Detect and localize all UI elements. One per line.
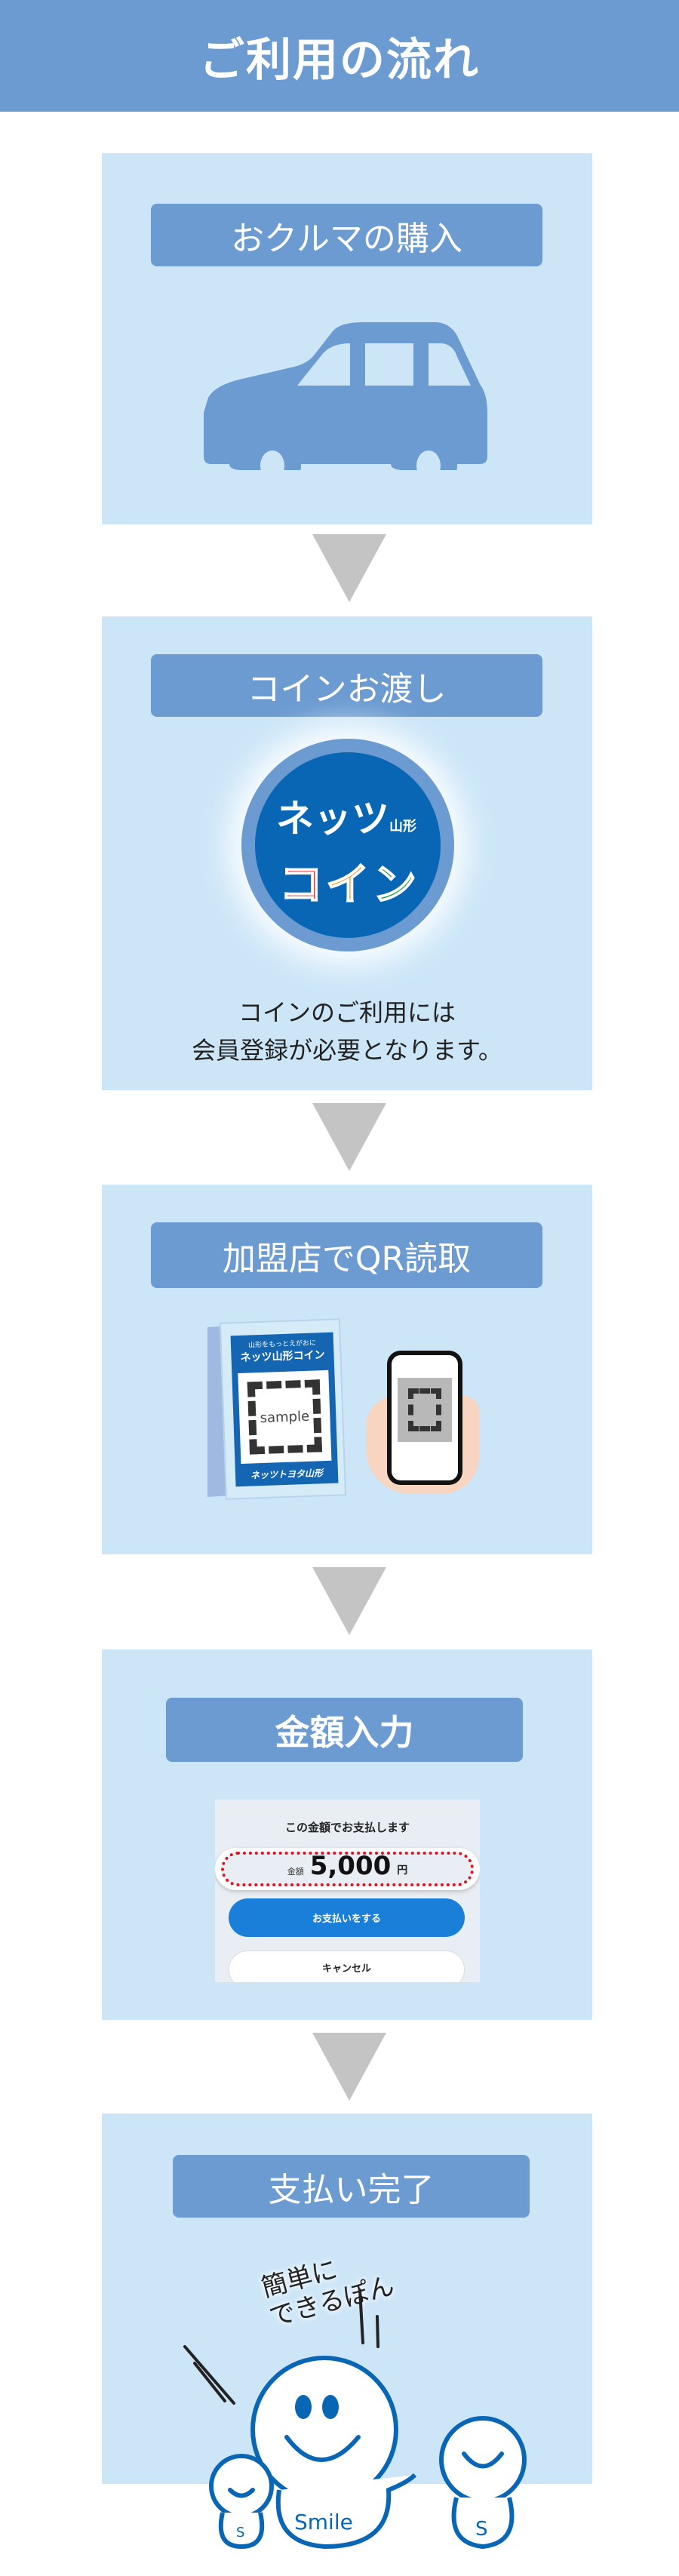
amount-value: 5,000: [309, 1851, 392, 1881]
step-label: コインお渡し: [151, 654, 542, 717]
flow-arrow-icon: [312, 1567, 386, 1635]
step-label: 金額入力: [166, 1698, 523, 1762]
small-shirt-text-left: S: [236, 2525, 244, 2541]
pay-button[interactable]: お支払いをする: [229, 1898, 465, 1937]
step-purchase-panel: おクルマの購入: [102, 153, 592, 524]
coin-note-line2: 会員登録が必要となります。: [192, 1036, 502, 1065]
netz-coin-logo: ネッツ 山形 コイン: [241, 739, 454, 951]
stand-brand: ネッツ山形コイン: [240, 1349, 325, 1364]
smile-characters-illustration: Smile S S: [183, 2289, 527, 2550]
coin-logo-line1: ネッツ: [276, 797, 389, 841]
coin-logo-region: 山形: [389, 819, 416, 835]
cancel-button[interactable]: キャンセル: [229, 1950, 465, 1982]
small-shirt-text-right: S: [475, 2518, 488, 2541]
coin-logo-line2: コイン: [278, 858, 420, 911]
flow-arrow-icon: [312, 2033, 386, 2101]
qr-code-icon: sample: [238, 1369, 332, 1464]
currency-label: 円: [397, 1864, 408, 1877]
step-label: おクルマの購入: [151, 204, 542, 266]
page-header: ご利用の流れ: [0, 0, 679, 112]
car-icon: [204, 322, 487, 470]
payment-screen: この金額でお支払します 金額 5,000 円 お支払いをする キャンセル: [215, 1800, 480, 1982]
phone-qr-icon: [398, 1378, 452, 1442]
step-label: 支払い完了: [173, 2155, 530, 2218]
flow-arrow-icon: [312, 534, 386, 602]
amount-label: 金額: [287, 1867, 304, 1877]
flow-arrow-icon: [312, 1103, 386, 1171]
qr-stand-illustration: 山形をもっとえがおに ネッツ山形コイン sample ネッツトヨタ山形: [207, 1318, 347, 1500]
stand-footer: ネッツトヨタ山形: [250, 1468, 324, 1481]
amount-field[interactable]: 金額 5,000 円: [221, 1852, 474, 1886]
step-label: 加盟店でQR読取: [151, 1222, 542, 1288]
hand-phone-illustration: [366, 1351, 479, 1502]
shirt-text: Smile: [294, 2510, 353, 2535]
step-amount-panel: 金額入力 この金額でお支払します 金額 5,000 円 お支払いをする キャンセ…: [102, 1649, 592, 2020]
qr-sample-text: sample: [257, 1408, 313, 1426]
page-title: ご利用の流れ: [199, 33, 480, 87]
coin-note-line1: コインのご利用には: [238, 998, 456, 1027]
step-coin-panel: コインお渡し ネッツ 山形 コイン コインのご利用には 会員登録が必要となります…: [102, 616, 592, 1090]
step-qr-panel: 加盟店でQR読取 山形をもっとえがおに ネッツ山形コイン sample ネッツト…: [102, 1185, 592, 1554]
payment-prompt: この金額でお支払します: [284, 1821, 410, 1834]
